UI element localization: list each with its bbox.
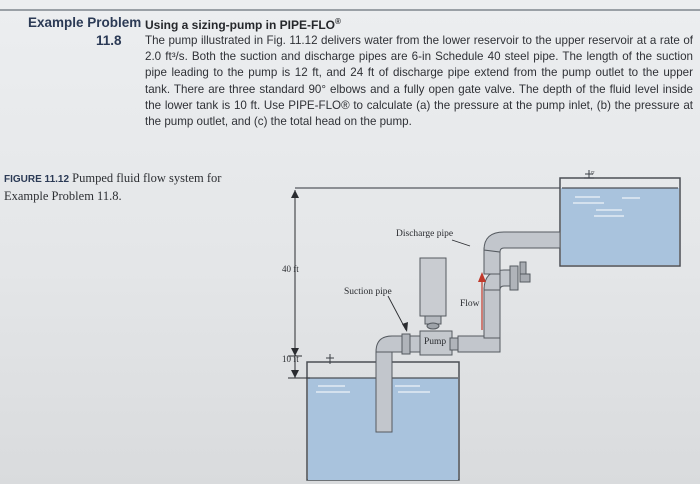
discharge-pipe-leader xyxy=(451,239,471,247)
problem-body: The pump illustrated in Fig. 11.12 deliv… xyxy=(145,34,693,129)
svg-text:▿: ▿ xyxy=(591,169,595,177)
heading-registered-mark: ® xyxy=(335,17,341,26)
top-rule xyxy=(0,9,700,11)
suction-pipe xyxy=(375,333,421,433)
flow-arrow xyxy=(478,272,486,330)
suction-pipe-leader-head xyxy=(402,322,408,332)
problem-statement: The pump illustrated in Fig. 11.12 deliv… xyxy=(145,33,693,130)
dimension-40ft-label: 40 ft xyxy=(282,264,299,274)
dimension-10ft xyxy=(288,358,310,379)
dimension-10ft-label: 10 ft xyxy=(282,354,299,364)
discharge-pipe-label: Discharge pipe xyxy=(396,229,453,239)
example-problem-number: 11.8 xyxy=(96,33,122,48)
pump-label: Pump xyxy=(424,337,446,347)
example-heading: Using a sizing-pump in PIPE-FLO® xyxy=(145,17,341,32)
figure-caption-text: Pumped fluid flow system for Example Pro… xyxy=(4,171,222,203)
example-problem-label: Example Problem xyxy=(28,15,142,30)
discharge-pipe xyxy=(457,231,561,353)
suction-pipe-label: Suction pipe xyxy=(344,287,392,297)
figure-caption: FIGURE 11.12 Pumped fluid flow system fo… xyxy=(4,170,254,204)
pump xyxy=(419,257,459,356)
figure-caption-label: FIGURE 11.12 xyxy=(4,174,70,185)
heading-text: Using a sizing-pump in PIPE-FLO xyxy=(145,18,336,32)
dimension-40ft xyxy=(288,190,302,357)
flow-label: Flow xyxy=(460,299,480,309)
upper-tank: ▿ xyxy=(559,169,681,267)
